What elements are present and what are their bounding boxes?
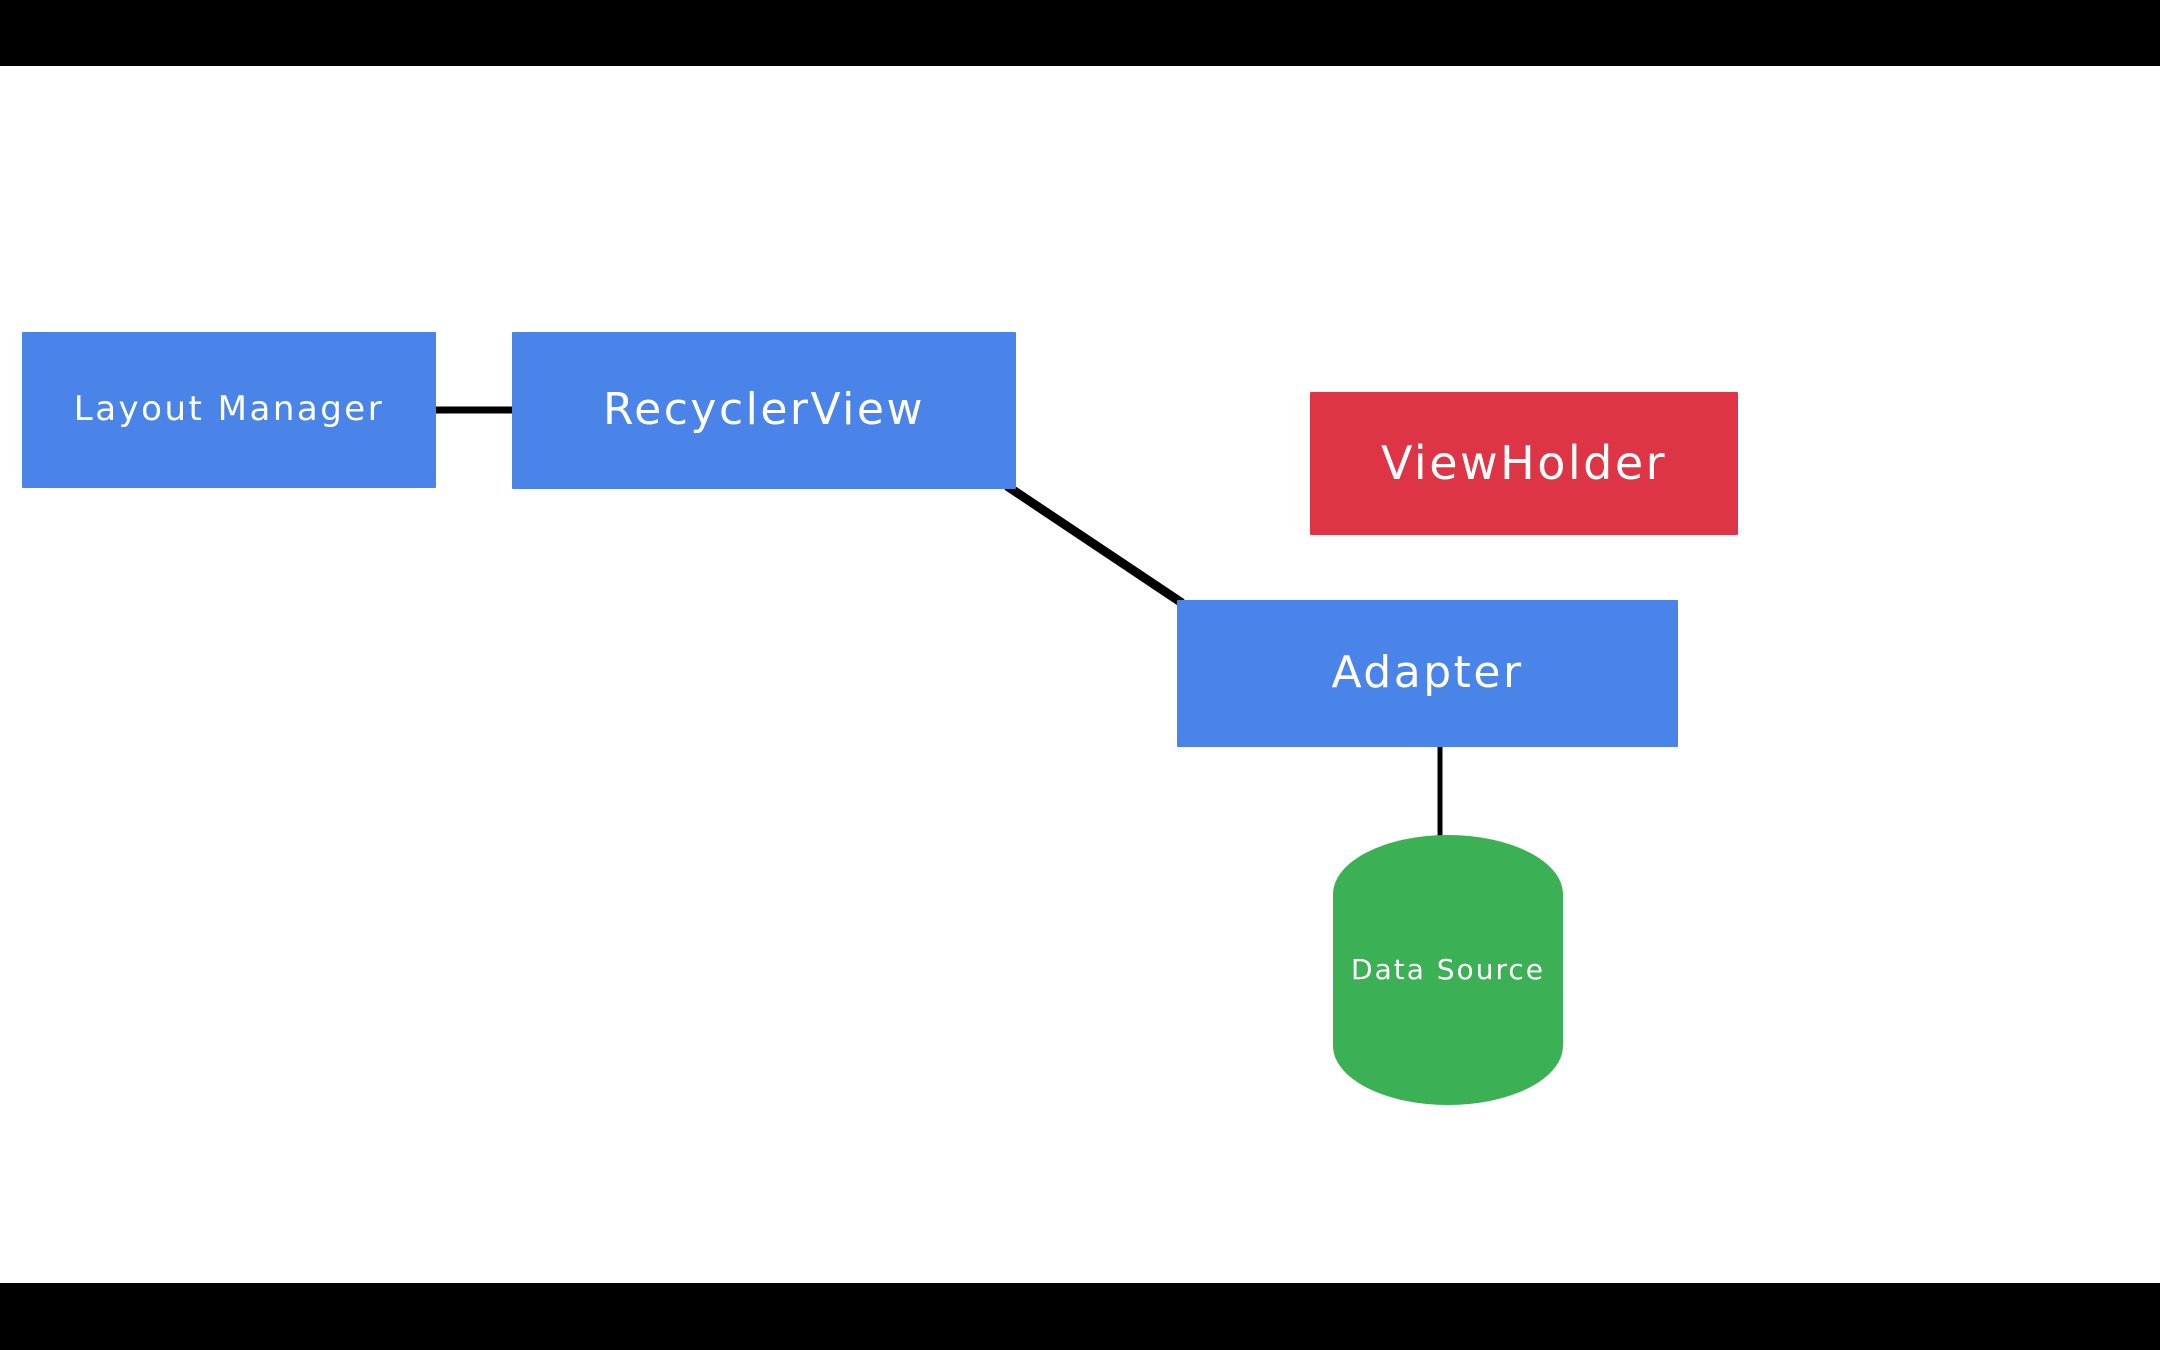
letterbox-bar-bottom (0, 1283, 2160, 1350)
node-adapter[interactable]: Adapter (1177, 600, 1678, 747)
node-layout-manager[interactable]: Layout Manager (22, 332, 436, 488)
diagram-canvas[interactable]: Layout Manager RecyclerView ViewHolder A… (0, 66, 2160, 1283)
node-viewholder-label: ViewHolder (1380, 436, 1668, 491)
node-data-source-label: Data Source (1351, 952, 1545, 986)
node-adapter-label: Adapter (1331, 647, 1524, 699)
node-recyclerview[interactable]: RecyclerView (512, 332, 1016, 489)
node-recyclerview-label: RecyclerView (603, 384, 925, 436)
node-data-source[interactable]: Data Source (1333, 835, 1563, 1105)
node-viewholder[interactable]: ViewHolder (1310, 392, 1738, 535)
letterbox-bar-top (0, 0, 2160, 66)
node-layout-manager-label: Layout Manager (73, 389, 385, 430)
edge-recyclerview-adapter (1004, 482, 1185, 607)
edge-layer (436, 406, 1443, 838)
